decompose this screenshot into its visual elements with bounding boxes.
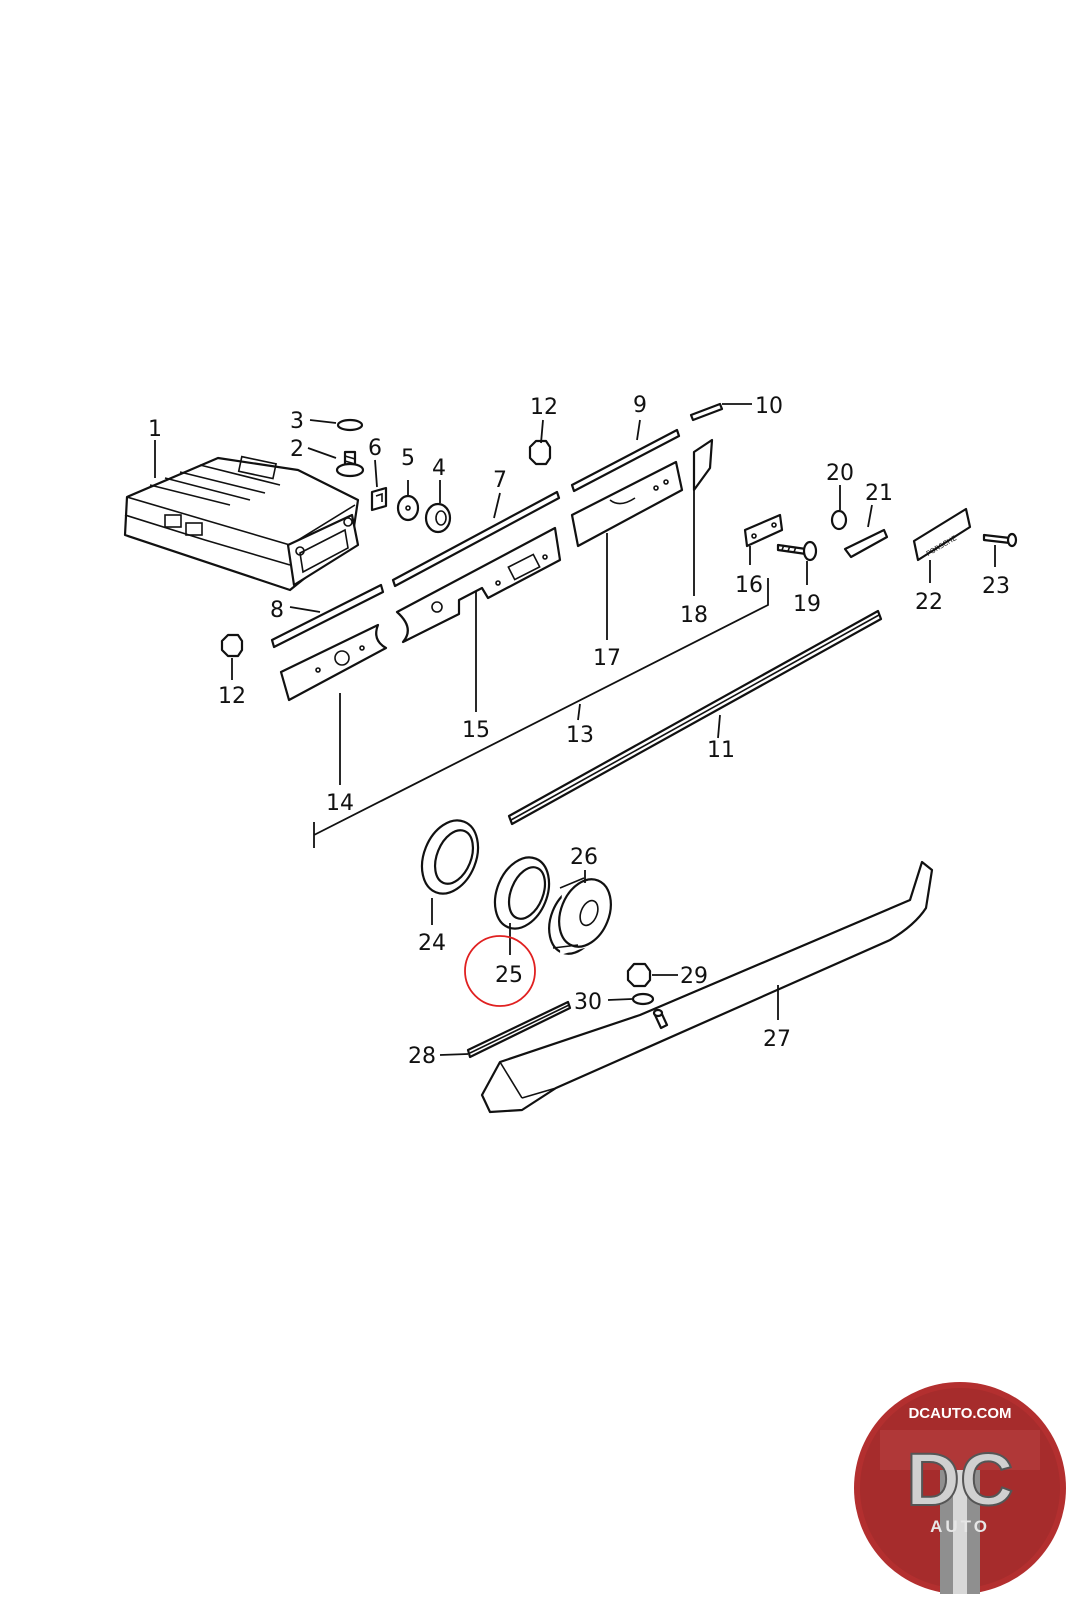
- callout-5[interactable]: 5: [401, 446, 415, 471]
- callout-12-left[interactable]: 12: [218, 684, 246, 709]
- part-28-strip[interactable]: [466, 1000, 572, 1059]
- callout-9[interactable]: 9: [633, 393, 647, 418]
- part-6-clip[interactable]: [370, 486, 388, 512]
- part-19-screw[interactable]: [776, 540, 818, 562]
- part-17-panel[interactable]: [570, 460, 684, 548]
- callout-4[interactable]: 4: [432, 456, 446, 481]
- callout-16[interactable]: 16: [735, 573, 763, 598]
- part-23-pin[interactable]: [982, 532, 1018, 548]
- part-11-trim-strip[interactable]: [507, 609, 883, 826]
- callout-26[interactable]: 26: [570, 845, 598, 870]
- part-24-seal-ring[interactable]: [412, 812, 489, 902]
- badge-sub-text: AUTO: [930, 1517, 990, 1536]
- part-27-rocker-panel[interactable]: [480, 860, 934, 1114]
- part-22-porsche-emblem[interactable]: PORSCHE: [912, 507, 972, 562]
- callout-21[interactable]: 21: [865, 481, 893, 506]
- part-1-bracket-assembly[interactable]: [123, 455, 360, 592]
- callout-3[interactable]: 3: [290, 409, 304, 434]
- callout-14[interactable]: 14: [326, 791, 354, 816]
- part-29-nut[interactable]: [626, 962, 652, 988]
- part-20-washer[interactable]: [830, 509, 848, 531]
- callout-24[interactable]: 24: [418, 931, 446, 956]
- callout-18[interactable]: 18: [680, 603, 708, 628]
- callout-11[interactable]: 11: [707, 738, 735, 763]
- callout-22[interactable]: 22: [915, 590, 943, 615]
- callout-28[interactable]: 28: [408, 1044, 436, 1069]
- part-15-panel[interactable]: [395, 526, 562, 644]
- callout-1[interactable]: 1: [148, 417, 162, 442]
- part-8-strip[interactable]: [270, 583, 385, 649]
- part-30-washer[interactable]: [631, 992, 655, 1006]
- callout-19[interactable]: 19: [793, 592, 821, 617]
- leader-lines: [154, 403, 996, 1056]
- part-26-bushing[interactable]: [540, 872, 621, 962]
- part-7-strip[interactable]: [391, 490, 561, 588]
- rocker-stud: [652, 1008, 669, 1030]
- callout-13[interactable]: 13: [566, 723, 594, 748]
- callout-15[interactable]: 15: [462, 718, 490, 743]
- callout-8[interactable]: 8: [270, 598, 284, 623]
- highlight-circle-25: [464, 935, 536, 1007]
- part-3-washer[interactable]: [336, 418, 364, 432]
- part-12-nut-top[interactable]: [528, 439, 552, 466]
- part-18-end-piece[interactable]: [692, 438, 714, 492]
- badge-domain-text: DCAUTO.COM: [908, 1405, 1011, 1422]
- part-10-small-strip[interactable]: [689, 402, 724, 422]
- part-4-grommet[interactable]: [424, 502, 452, 534]
- part-2-screw[interactable]: [335, 450, 365, 478]
- callout-10[interactable]: 10: [755, 394, 783, 419]
- callout-6[interactable]: 6: [368, 436, 382, 461]
- callout-30[interactable]: 30: [574, 990, 602, 1015]
- part-14-panel[interactable]: [279, 623, 388, 702]
- callout-27[interactable]: 27: [763, 1027, 791, 1052]
- part-21-clip[interactable]: [843, 528, 889, 559]
- callout-labels: 1 2 3 4 5 6 7 8 9 10 11 12 12 13 14 15 1…: [148, 393, 1010, 1069]
- callout-17[interactable]: 17: [593, 646, 621, 671]
- callout-29[interactable]: 29: [680, 964, 708, 989]
- callout-25[interactable]: 25: [495, 963, 523, 988]
- badge-logo-text: DC: [907, 1438, 1014, 1521]
- part-25-grommet[interactable]: [485, 849, 559, 936]
- callout-2[interactable]: 2: [290, 437, 304, 462]
- callout-12-top[interactable]: 12: [530, 395, 558, 420]
- callout-23[interactable]: 23: [982, 574, 1010, 599]
- part-9-strip[interactable]: [570, 428, 681, 493]
- part-5-washer[interactable]: [396, 494, 420, 522]
- dcauto-logo-badge[interactable]: DCAUTO.COM DC AUTO: [854, 1382, 1066, 1594]
- callout-7[interactable]: 7: [493, 468, 507, 493]
- callout-20[interactable]: 20: [826, 461, 854, 486]
- part-16-plate[interactable]: [743, 513, 784, 548]
- part-12-nut-left[interactable]: [220, 633, 244, 658]
